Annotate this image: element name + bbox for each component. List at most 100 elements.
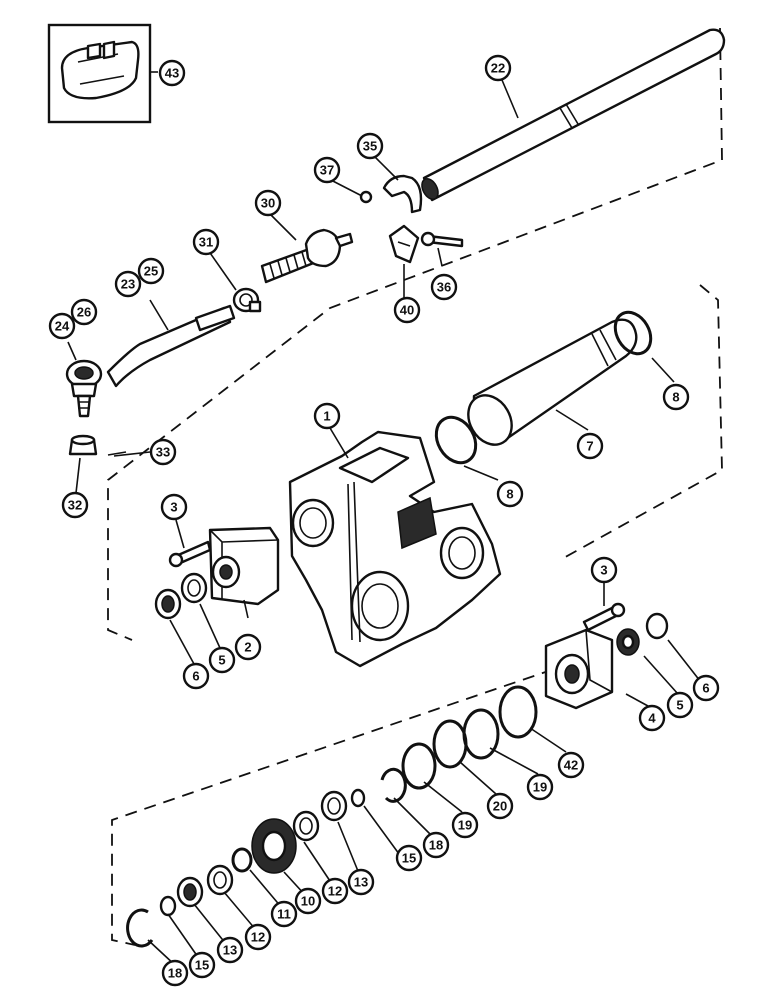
svg-text:36: 36: [437, 280, 451, 295]
callout-12-left: 12: [244, 923, 272, 951]
callout-32: 32: [61, 491, 89, 519]
callout-7: 7: [576, 432, 604, 460]
bearing-block-4: [544, 628, 614, 710]
svg-text:15: 15: [195, 958, 209, 973]
callout-24: 24: [48, 312, 76, 340]
callout-20: 20: [486, 792, 514, 820]
callout-36: 36: [430, 273, 458, 301]
sleeve-7: [467, 318, 638, 446]
inset-box: [47, 23, 152, 124]
callout-6-left: 6: [182, 662, 210, 690]
svg-text:26: 26: [77, 305, 91, 320]
callout-42: 42: [557, 751, 585, 779]
bolt-3-left: [168, 540, 212, 568]
callout-10: 10: [294, 887, 322, 915]
svg-text:19: 19: [533, 780, 547, 795]
callout-22: 22: [484, 54, 512, 82]
middle-group-outline: [559, 284, 723, 561]
callout-3-right: 3: [590, 556, 618, 584]
nut-37: [359, 190, 373, 204]
svg-text:13: 13: [354, 875, 368, 890]
lower-ring-stack: [126, 685, 538, 948]
callout-3-left: 3: [160, 493, 188, 521]
callout-15-left: 15: [188, 951, 216, 979]
callout-18-right: 18: [422, 831, 450, 859]
axle-housing: [288, 430, 502, 668]
seal-ring-8: [434, 415, 478, 465]
callout-11: 11: [270, 900, 298, 928]
callout-30: 30: [254, 189, 282, 217]
bearing-block-2: [208, 526, 280, 606]
svg-text:22: 22: [491, 61, 505, 76]
svg-text:3: 3: [170, 500, 177, 515]
svg-text:15: 15: [402, 851, 416, 866]
svg-text:8: 8: [506, 487, 513, 502]
svg-text:7: 7: [586, 439, 593, 454]
castle-nut-32: [68, 434, 98, 456]
svg-text:5: 5: [676, 698, 683, 713]
svg-text:3: 3: [600, 563, 607, 578]
svg-text:12: 12: [251, 930, 265, 945]
callout-26: 26: [70, 298, 98, 326]
leader-lines: [67, 71, 705, 967]
clamp: [382, 174, 423, 214]
callout-33: 33: [149, 438, 177, 466]
svg-text:33: 33: [156, 445, 170, 460]
callout-40: 40: [393, 296, 421, 324]
callout-18-left: 18: [161, 959, 189, 987]
svg-text:4: 4: [648, 711, 656, 726]
washer-6-right: [645, 612, 669, 640]
svg-text:32: 32: [68, 498, 82, 513]
callout-5-right: 5: [666, 691, 694, 719]
svg-text:42: 42: [564, 758, 578, 773]
inner-tie-rod-end: [260, 228, 354, 284]
svg-text:25: 25: [144, 264, 158, 279]
svg-text:11: 11: [277, 907, 291, 922]
svg-text:10: 10: [301, 894, 315, 909]
svg-text:37: 37: [320, 163, 334, 178]
bolt-3-right: [582, 602, 626, 632]
callout-43: 43: [158, 59, 186, 87]
svg-text:24: 24: [55, 319, 70, 334]
outer-tie-rod: [65, 304, 236, 418]
callout-19-left: 19: [451, 811, 479, 839]
cotter-pin-33: [107, 451, 127, 456]
svg-text:2: 2: [244, 640, 251, 655]
svg-text:13: 13: [223, 943, 237, 958]
lower-group-outline: [111, 649, 611, 946]
svg-text:6: 6: [702, 681, 709, 696]
svg-text:30: 30: [261, 196, 275, 211]
callout-15-right: 15: [395, 844, 423, 872]
clip-40: [388, 224, 420, 264]
callout-37: 37: [313, 156, 341, 184]
svg-text:40: 40: [400, 303, 414, 318]
callout-4: 4: [638, 704, 666, 732]
clamp-31: [232, 287, 262, 313]
callout-2: 2: [234, 633, 262, 661]
callout-8-left: 8: [496, 480, 524, 508]
svg-text:1: 1: [323, 409, 330, 424]
callout-1: 1: [313, 402, 341, 430]
callout-5-left: 5: [208, 646, 236, 674]
svg-text:35: 35: [363, 139, 377, 154]
svg-text:6: 6: [192, 669, 199, 684]
svg-text:20: 20: [493, 799, 507, 814]
callout-31: 31: [192, 228, 220, 256]
tie-rod-tube: [421, 28, 726, 202]
callout-8-right: 8: [662, 383, 690, 411]
svg-text:5: 5: [218, 653, 225, 668]
bolt-36: [420, 231, 464, 248]
svg-text:8: 8: [672, 390, 679, 405]
callout-35: 35: [356, 132, 384, 160]
washer-5-left: [180, 572, 208, 604]
callout-6-right: 6: [692, 674, 720, 702]
callout-19-right: 19: [526, 773, 554, 801]
callout-12-right: 12: [321, 877, 349, 905]
svg-text:19: 19: [458, 818, 472, 833]
callout-25: 25: [137, 257, 165, 285]
callout-13-left: 13: [216, 936, 244, 964]
callout-23: 23: [114, 270, 142, 298]
svg-text:31: 31: [199, 235, 213, 250]
upper-group-outline: [107, 27, 723, 641]
